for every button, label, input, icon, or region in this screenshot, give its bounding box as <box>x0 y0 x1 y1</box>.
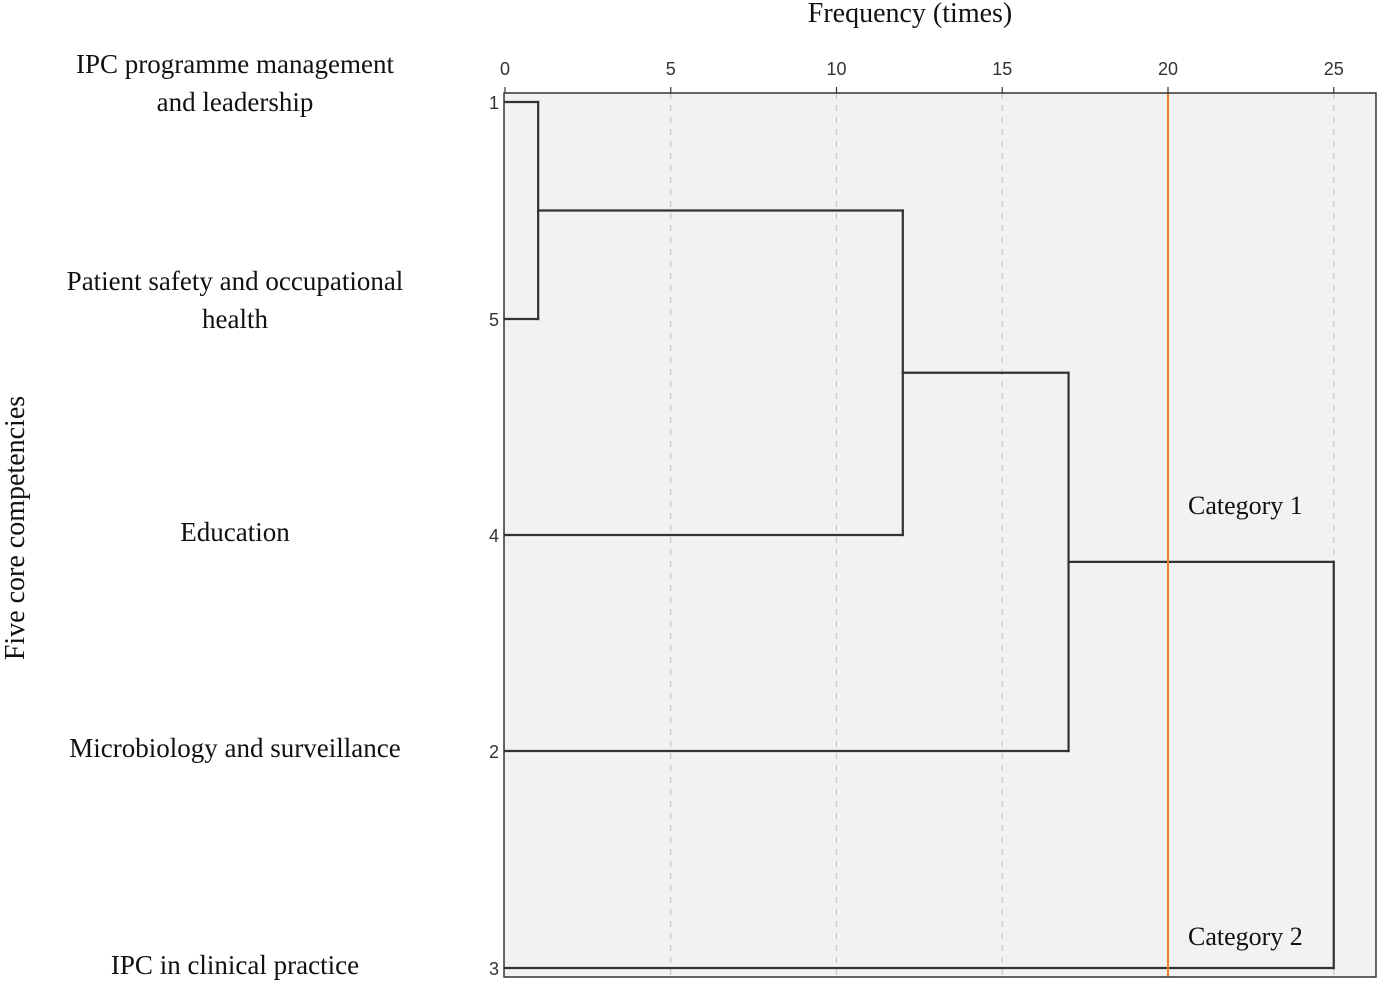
tick-label: 10 <box>826 59 846 79</box>
leaf-label: Education <box>180 517 290 547</box>
leaf-label: IPC in clinical practice <box>111 950 359 980</box>
dendrogram-tree <box>503 100 1335 970</box>
leaf-id: 3 <box>489 959 499 979</box>
leaf-label: IPC programme management <box>76 49 394 79</box>
x-axis-label: Frequency (times) <box>808 0 1013 29</box>
plot-frame <box>503 92 1377 978</box>
leaf-id: 4 <box>489 526 499 546</box>
category-1-annotation: Category 1 <box>1188 491 1303 520</box>
leaf-label: and leadership <box>157 87 314 117</box>
leaf-label: health <box>202 304 268 334</box>
y-axis-label: Five core competencies <box>0 396 31 660</box>
tick-label: 20 <box>1158 59 1178 79</box>
leaf-label: Microbiology and surveillance <box>69 733 400 763</box>
category-2-annotation: Category 2 <box>1188 922 1303 951</box>
leaf-label: Patient safety and occupational <box>67 266 404 296</box>
tick-label: 15 <box>992 59 1012 79</box>
tick-label: 25 <box>1324 59 1344 79</box>
x-axis-ticks: 0 5 10 15 20 25 <box>500 59 1344 93</box>
tick-label: 0 <box>500 59 510 79</box>
leaf-labels: 1 IPC programme management and leadership 5… <box>67 49 499 980</box>
leaf-id: 1 <box>489 93 499 113</box>
tick-label: 5 <box>666 59 676 79</box>
leaf-id: 5 <box>489 310 499 330</box>
leaf-id: 2 <box>489 742 499 762</box>
